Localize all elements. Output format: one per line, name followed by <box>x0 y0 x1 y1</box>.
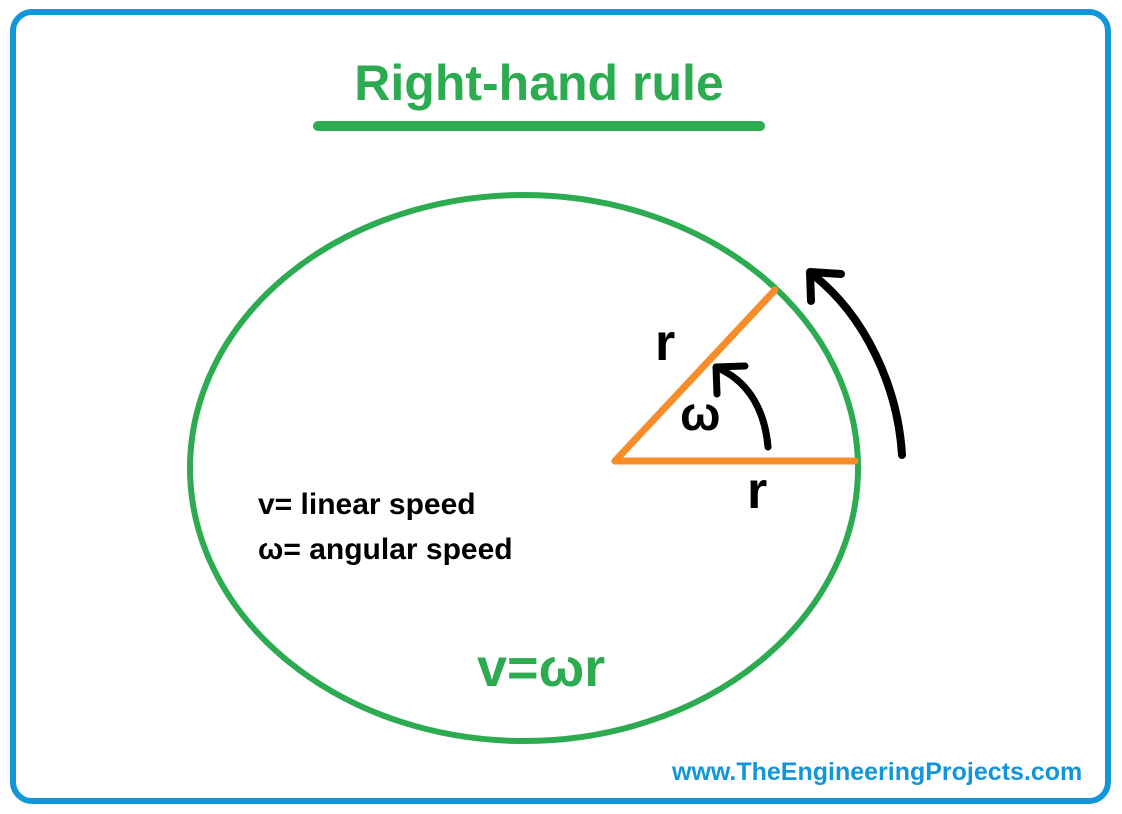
radius-label-lower: r <box>747 462 768 520</box>
angular-speed-definition: ω= angular speed <box>258 533 513 566</box>
title-underline <box>313 121 765 131</box>
rotation-arrow-head <box>806 268 845 305</box>
page-title: Right-hand rule <box>354 55 724 111</box>
formula-text: v=ωr <box>477 638 606 698</box>
watermark-text: www.TheEngineeringProjects.com <box>672 758 1083 786</box>
omega-arrow-head <box>712 362 749 398</box>
title-block: Right-hand rule <box>313 58 765 131</box>
omega-arrow-curve <box>716 365 772 451</box>
radius-line-diagonal <box>611 286 779 465</box>
rotation-arrow-curve <box>808 270 906 459</box>
linear-speed-definition: v= linear speed <box>258 488 476 521</box>
circle-outline <box>187 192 861 744</box>
radius-label-upper: r <box>655 314 676 372</box>
omega-label: ω <box>680 388 721 441</box>
page-border <box>10 9 1111 804</box>
